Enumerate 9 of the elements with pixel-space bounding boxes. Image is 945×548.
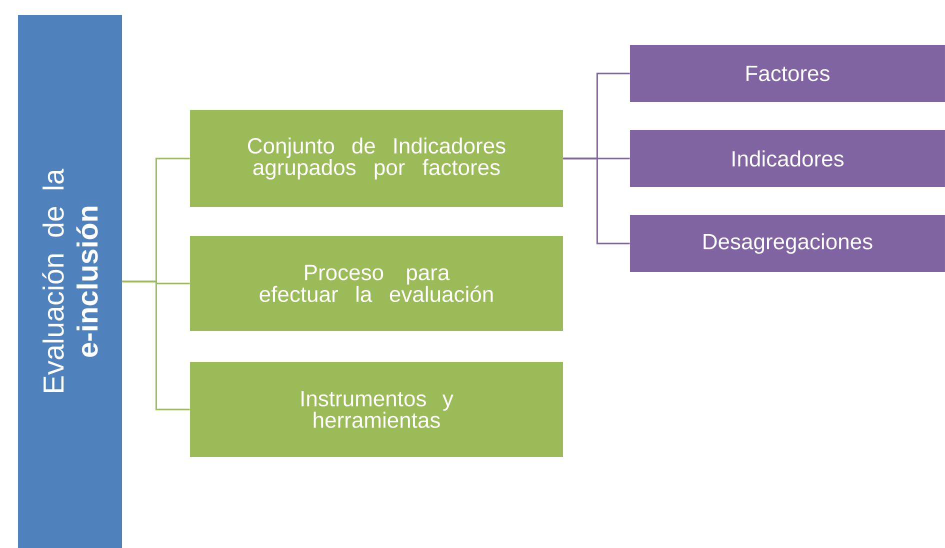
subtopic-box: Desagregaciones — [630, 215, 945, 272]
connector — [563, 158, 630, 244]
connector — [122, 280, 190, 410]
topic-box: Instrumentos y herramientas — [190, 362, 563, 457]
subtopic-box: Factores — [630, 45, 945, 102]
topic-box: Conjunto de Indicadores agrupados por factores — [190, 110, 563, 207]
topic-box: Proceso para efectuar la evaluación — [190, 236, 563, 331]
title-bar: Evaluación de la e-inclusión — [18, 15, 122, 548]
subtopic-box: Indicadores — [630, 130, 945, 187]
